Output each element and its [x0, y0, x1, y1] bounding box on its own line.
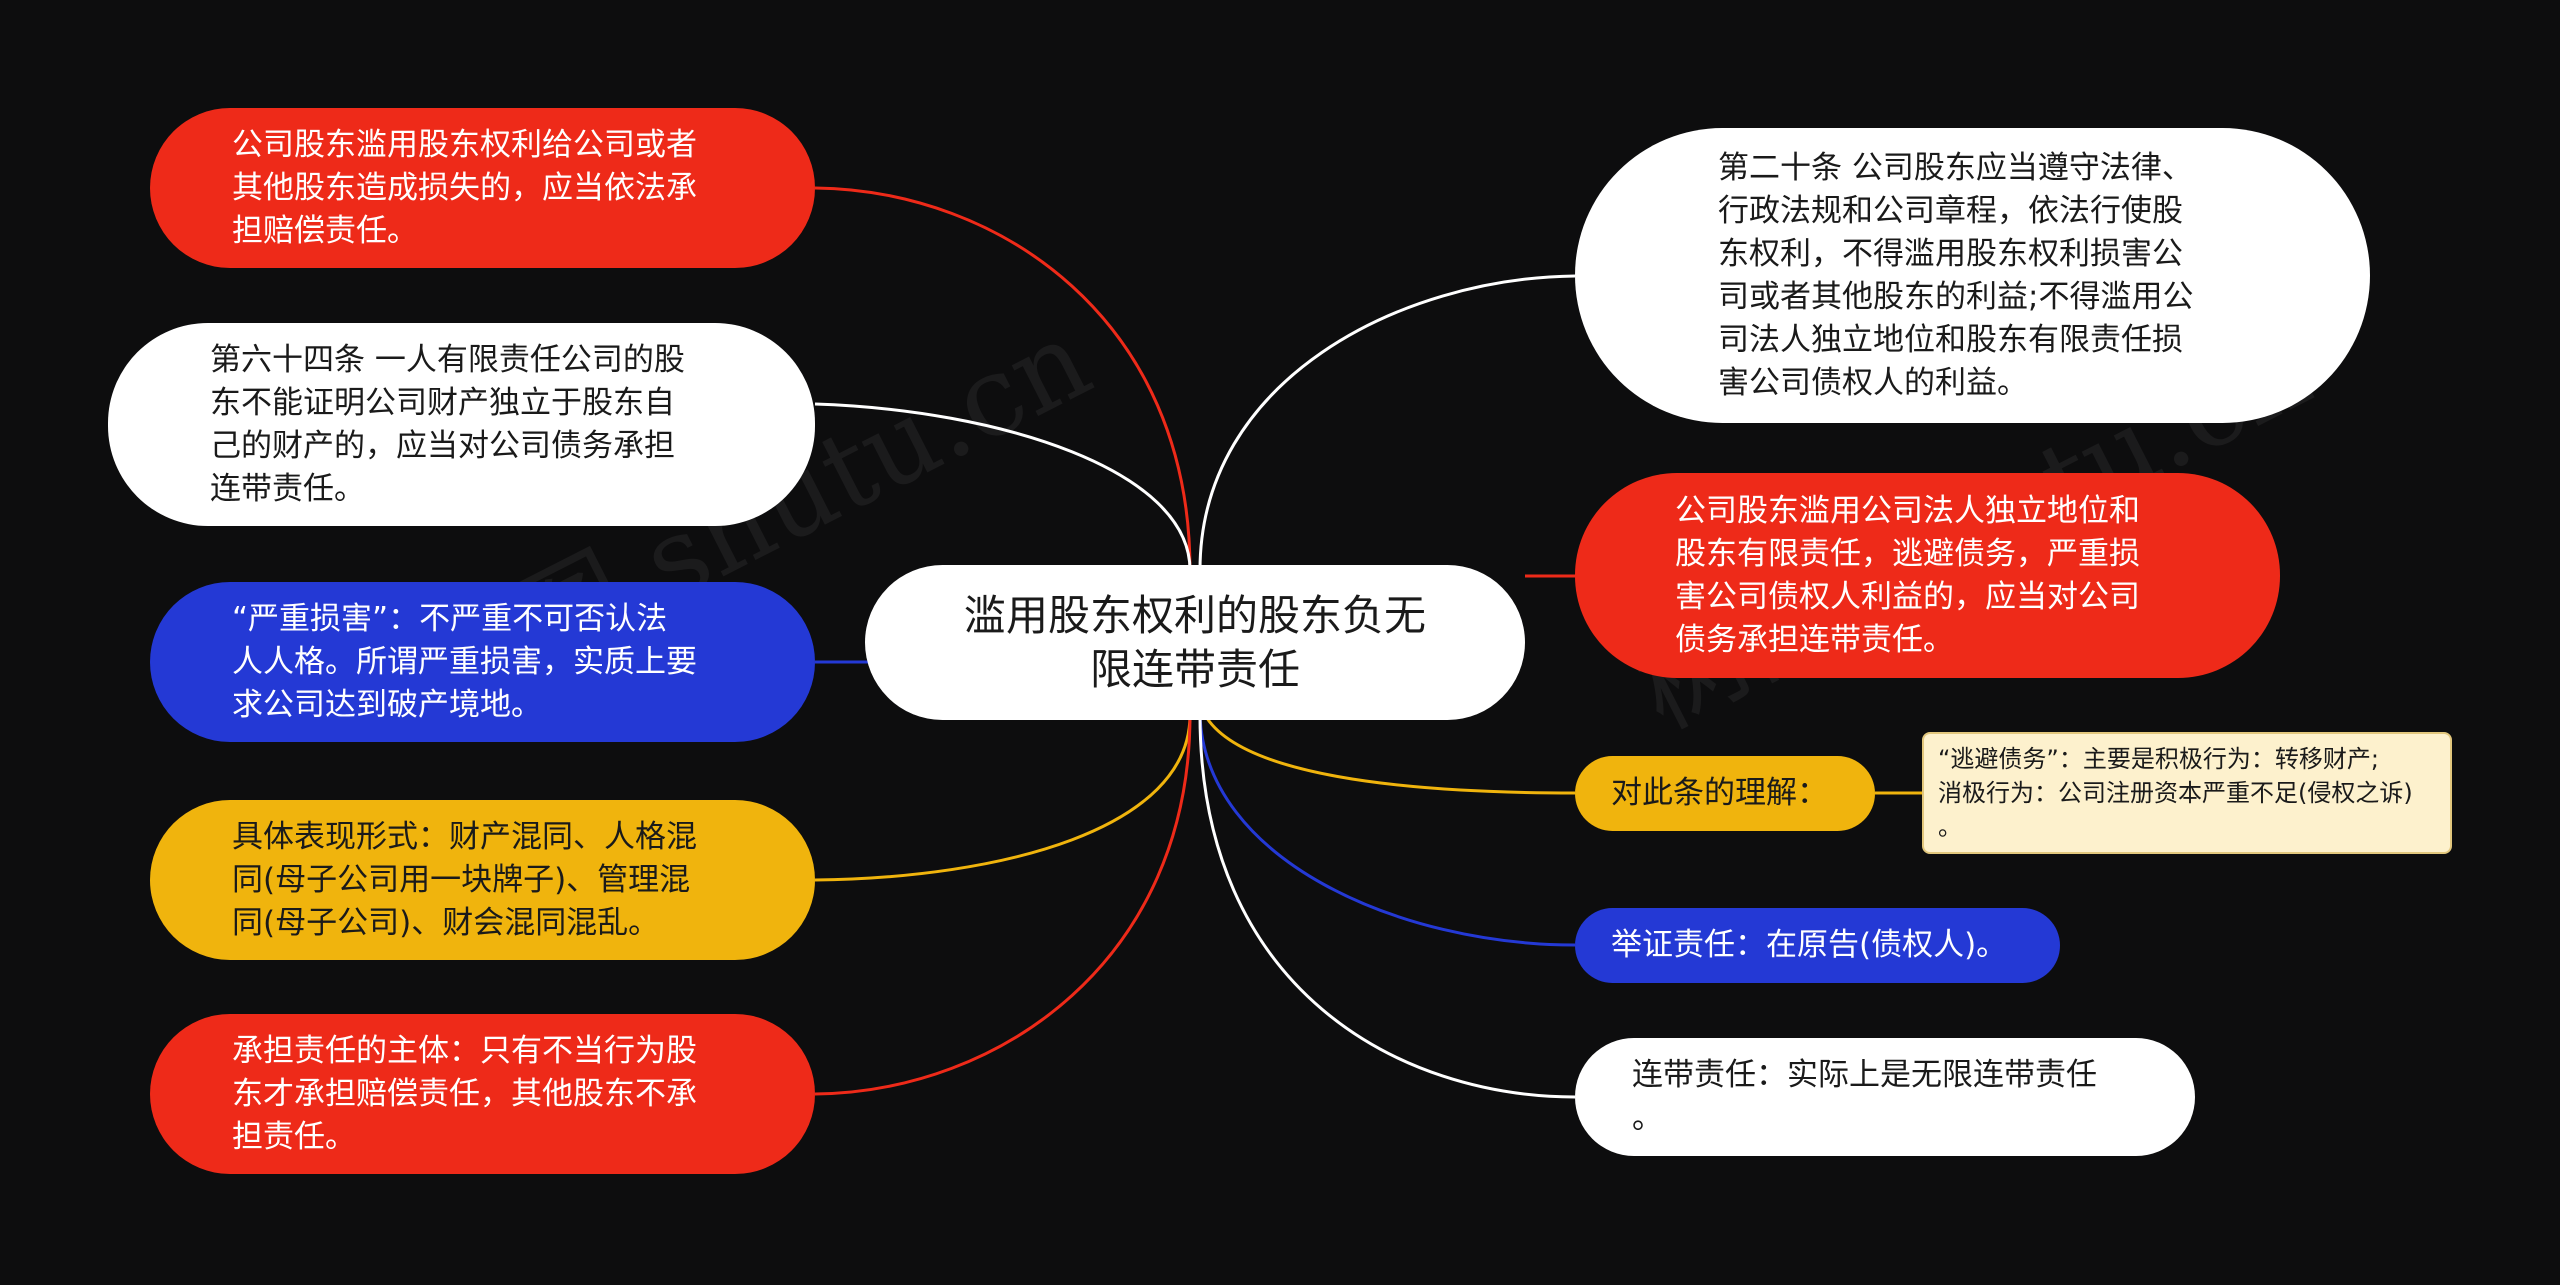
- link-l5: [814, 714, 1192, 1096]
- node-right-1-text: 第二十条 公司股东应当遵守法律、 行政法规和公司章程，依法行使股 东权利，不得滥…: [1718, 149, 2194, 401]
- link-r1: [1198, 274, 1576, 571]
- node-right-4-text: 举证责任：在原告(债权人)。: [1611, 927, 2008, 963]
- node-left-1-text: 公司股东滥用股东权利给公司或者 其他股东造成损失的，应当依法承 担赔偿责任。: [232, 126, 697, 249]
- center-topic[interactable]: 滥用股东权利的股东负无 限连带责任: [865, 565, 1525, 720]
- node-left-4-text: 具体表现形式：财产混同、人格混 同(母子公司用一块牌子)、管理混 同(母子公司)…: [232, 818, 697, 941]
- node-right-5[interactable]: 连带责任：实际上是无限连带责任 。: [1575, 1038, 2195, 1156]
- node-left-5-text: 承担责任的主体：只有不当行为股 东才承担赔偿责任，其他股东不承 担责任。: [232, 1032, 697, 1155]
- node-right-5-text: 连带责任：实际上是无限连带责任 。: [1632, 1057, 2097, 1136]
- node-left-3-text: “严重损害”：不严重不可否认法 人人格。所谓严重损害，实质上要 求公司达到破产境…: [232, 600, 697, 723]
- link-r5: [1198, 714, 1576, 1099]
- note-text: “逃避债务”：主要是积极行为：转移财产; 消极行为：公司注册资本严重不足(侵权之…: [1938, 745, 2413, 841]
- node-right-2-text: 公司股东滥用公司法人独立地位和 股东有限责任，逃避债务，严重损 害公司债权人利益…: [1675, 492, 2140, 658]
- node-left-2[interactable]: 第六十四条 一人有限责任公司的股 东不能证明公司财产独立于股东自 己的财产的，应…: [108, 323, 815, 526]
- link-l2: [814, 402, 1192, 571]
- link-l1: [814, 186, 1192, 571]
- node-right-1[interactable]: 第二十条 公司股东应当遵守法律、 行政法规和公司章程，依法行使股 东权利，不得滥…: [1575, 128, 2370, 423]
- link-r4: [1198, 714, 1576, 947]
- note-box[interactable]: “逃避债务”：主要是积极行为：转移财产; 消极行为：公司注册资本严重不足(侵权之…: [1922, 732, 2452, 854]
- node-right-3[interactable]: 对此条的理解：: [1575, 756, 1875, 831]
- node-left-4[interactable]: 具体表现形式：财产混同、人格混 同(母子公司用一块牌子)、管理混 同(母子公司)…: [150, 800, 815, 960]
- node-right-2[interactable]: 公司股东滥用公司法人独立地位和 股东有限责任，逃避债务，严重损 害公司债权人利益…: [1575, 473, 2280, 678]
- node-left-2-text: 第六十四条 一人有限责任公司的股 东不能证明公司财产独立于股东自 己的财产的，应…: [210, 341, 685, 507]
- node-left-1[interactable]: 公司股东滥用股东权利给公司或者 其他股东造成损失的，应当依法承 担赔偿责任。: [150, 108, 815, 268]
- link-r3: [1203, 714, 1576, 795]
- node-right-4[interactable]: 举证责任：在原告(债权人)。: [1575, 908, 2060, 983]
- center-topic-text: 滥用股东权利的股东负无 限连带责任: [963, 590, 1426, 694]
- node-right-3-text: 对此条的理解：: [1611, 775, 1828, 811]
- node-left-5[interactable]: 承担责任的主体：只有不当行为股 东才承担赔偿责任，其他股东不承 担责任。: [150, 1014, 815, 1174]
- node-left-3[interactable]: “严重损害”：不严重不可否认法 人人格。所谓严重损害，实质上要 求公司达到破产境…: [150, 582, 815, 742]
- link-l4: [814, 714, 1192, 882]
